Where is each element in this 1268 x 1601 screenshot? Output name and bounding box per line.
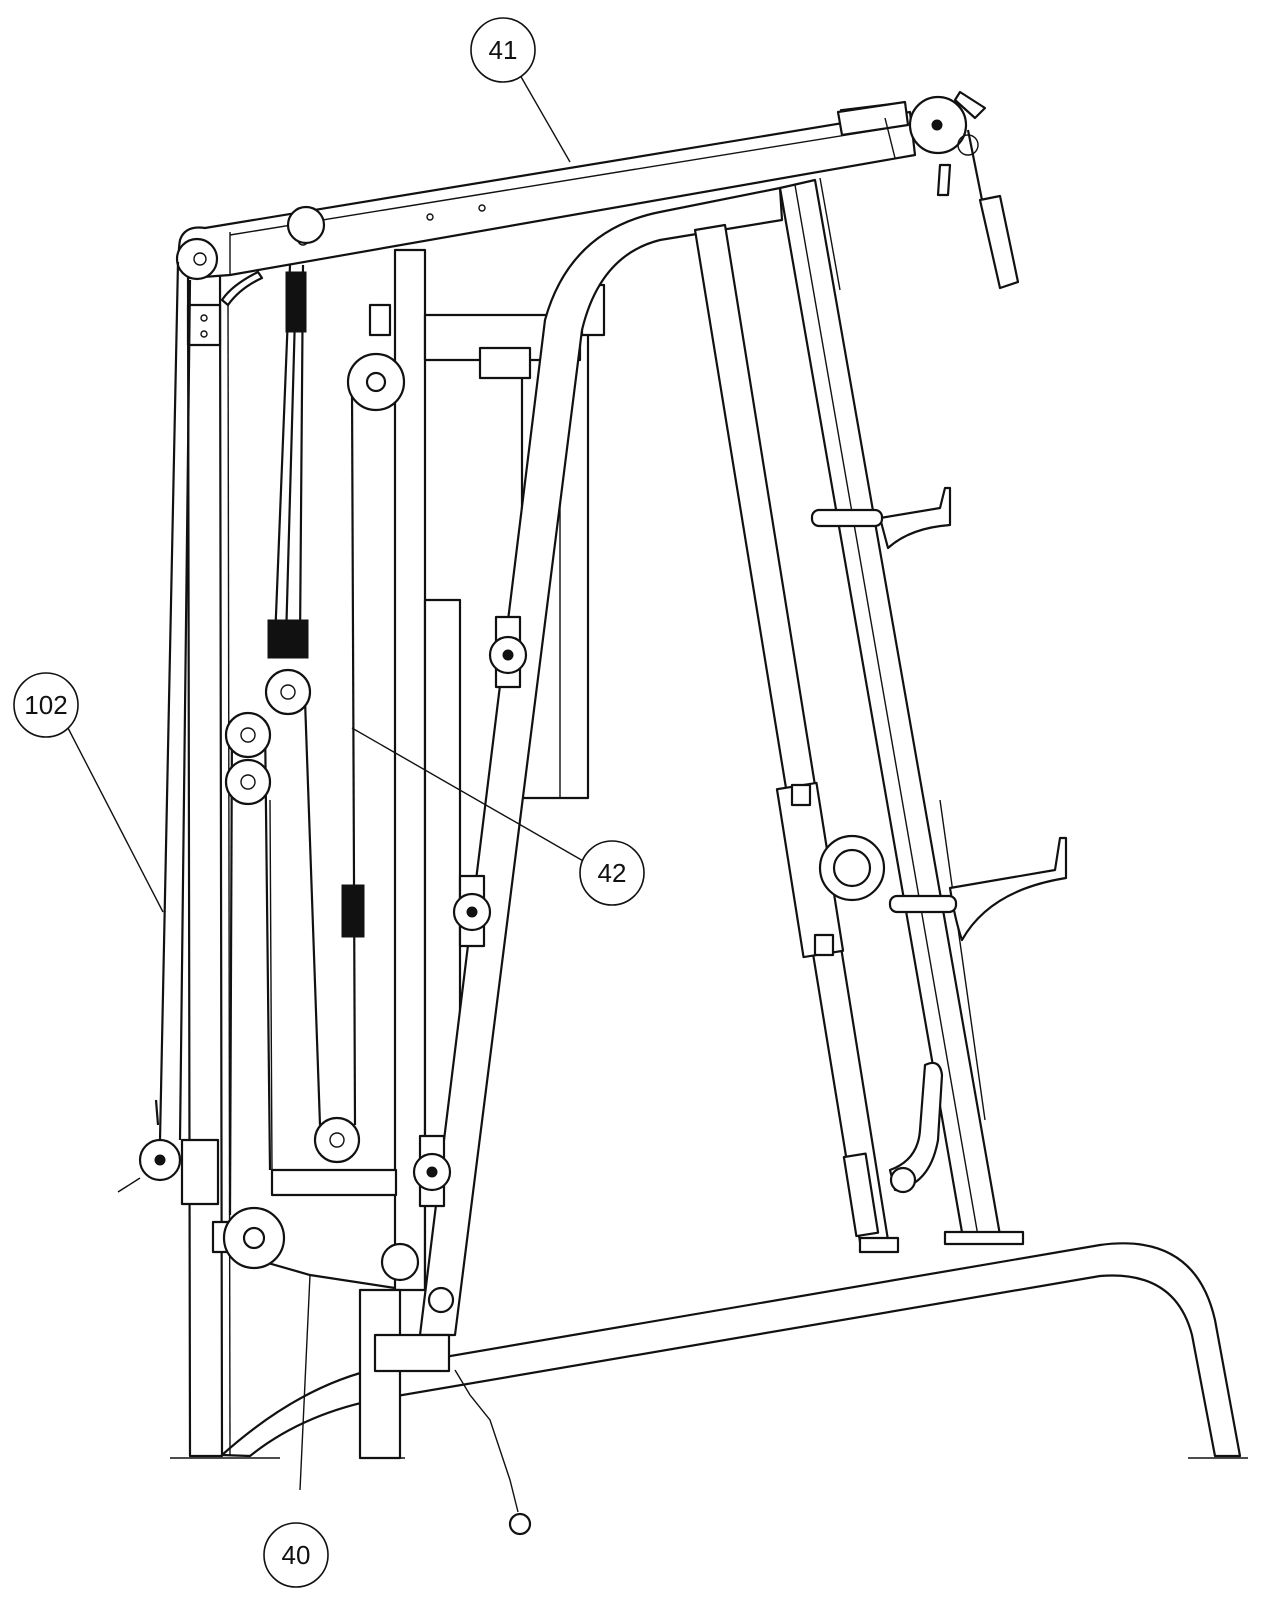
callout-40-label: 40	[282, 1540, 311, 1570]
callout-102: 102	[13, 672, 79, 738]
callout-41-label: 41	[489, 35, 518, 65]
upright-bracket	[186, 303, 222, 347]
callout-40: 40	[263, 1522, 329, 1588]
boom-under-pulley	[286, 205, 326, 245]
base-bracket	[373, 1333, 451, 1373]
rear-upright	[186, 268, 224, 1458]
cable-42	[350, 387, 357, 1126]
handle-grip	[978, 194, 1020, 290]
safety-hook-upper	[878, 486, 952, 550]
base-frame	[220, 1242, 1242, 1458]
stack-mid-pulley	[264, 668, 312, 716]
a-frame-pulleys	[412, 615, 528, 1208]
front-right-post	[778, 178, 1002, 1240]
callout-42: 42	[579, 840, 645, 906]
stack-bottom-pulley	[313, 1116, 361, 1164]
callout-41: 41	[470, 17, 536, 83]
stack-tower	[393, 248, 427, 1292]
callout-42-label: 42	[598, 858, 627, 888]
guide-rail	[693, 223, 890, 1244]
stack-base	[270, 1168, 398, 1197]
callout-102-label: 102	[24, 690, 67, 720]
tower-foot	[358, 1288, 402, 1460]
boom-left-pulley	[175, 237, 219, 281]
j-hook	[888, 1061, 944, 1192]
safety-hook-lower	[948, 836, 1068, 942]
safety-chain	[454, 1369, 519, 1513]
cable-102	[158, 261, 180, 1141]
low-rear-bracket	[180, 1138, 220, 1206]
